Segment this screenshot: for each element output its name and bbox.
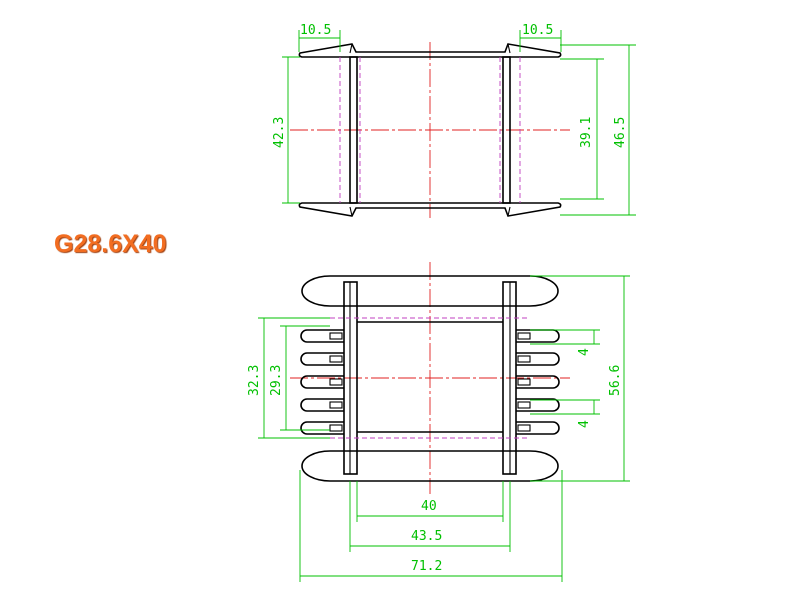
left-pin <box>329 401 343 409</box>
top-view-right-wall <box>502 56 511 204</box>
right-pin <box>517 378 531 386</box>
dim-top-left-flange: 10.5 <box>298 23 341 52</box>
top-view: 10.5 10.5 42.3 39.1 46.5 <box>272 23 636 218</box>
dim-text-front-overall-height: 56.6 <box>608 365 623 396</box>
dim-front-mid-width: 43.5 <box>349 481 511 552</box>
dim-text-window-outer: 32.3 <box>247 365 262 396</box>
part-name-label: G28.6X40 <box>54 230 167 258</box>
dim-text-window-inner: 29.3 <box>269 365 284 396</box>
dim-text-core-height: 39.1 <box>579 117 594 148</box>
top-view-bottom-flange <box>298 202 562 217</box>
dim-front-overall-width: 71.2 <box>299 470 563 582</box>
dim-text-inner-width: 40 <box>421 499 437 514</box>
front-view: 32.3 29.3 4 4 56.6 <box>247 262 630 582</box>
front-view-right-teeth <box>516 329 560 435</box>
left-tooth <box>300 329 344 343</box>
top-view-left-wall <box>349 56 358 204</box>
left-tooth <box>300 375 344 389</box>
dim-text-overall-width: 71.2 <box>411 559 442 574</box>
dim-front-window-inner: 29.3 <box>269 325 330 431</box>
dim-top-core-height: 39.1 <box>560 58 604 200</box>
right-tooth <box>516 375 560 389</box>
front-view-top-flange <box>301 275 559 307</box>
left-pin <box>329 332 343 340</box>
dim-text-inner-height: 42.3 <box>272 117 287 148</box>
left-pin <box>329 424 343 432</box>
dim-front-pin-pitch-bottom: 4 <box>530 399 600 428</box>
dim-text-right-flange: 10.5 <box>522 23 553 38</box>
dim-text-pin-pitch-top: 4 <box>577 348 592 356</box>
dim-text-left-flange: 10.5 <box>300 23 331 38</box>
right-tooth <box>516 352 560 366</box>
left-pin <box>329 378 343 386</box>
left-tooth <box>300 352 344 366</box>
right-pin <box>517 424 531 432</box>
dim-text-mid-width: 43.5 <box>411 529 442 544</box>
right-pin <box>517 355 531 363</box>
right-pin <box>517 332 531 340</box>
left-tooth <box>300 421 344 435</box>
right-tooth <box>516 421 560 435</box>
right-pin <box>517 401 531 409</box>
dim-front-overall-height: 56.6 <box>530 275 630 482</box>
dim-top-inner-height: 42.3 <box>272 56 300 204</box>
top-view-top-flange <box>298 43 562 58</box>
dim-top-overall-height: 46.5 <box>560 44 636 216</box>
dim-front-inner-width: 40 <box>356 481 504 522</box>
dim-text-overall-height: 46.5 <box>613 117 628 148</box>
dim-text-pin-pitch-bottom: 4 <box>577 420 592 428</box>
left-pin <box>329 355 343 363</box>
right-tooth <box>516 329 560 343</box>
right-tooth <box>516 398 560 412</box>
dim-front-pin-pitch-top: 4 <box>530 329 600 356</box>
dim-front-window-outer: 32.3 <box>247 317 330 439</box>
dim-top-right-flange: 10.5 <box>519 23 562 52</box>
left-tooth <box>300 398 344 412</box>
front-view-left-teeth <box>300 329 344 435</box>
